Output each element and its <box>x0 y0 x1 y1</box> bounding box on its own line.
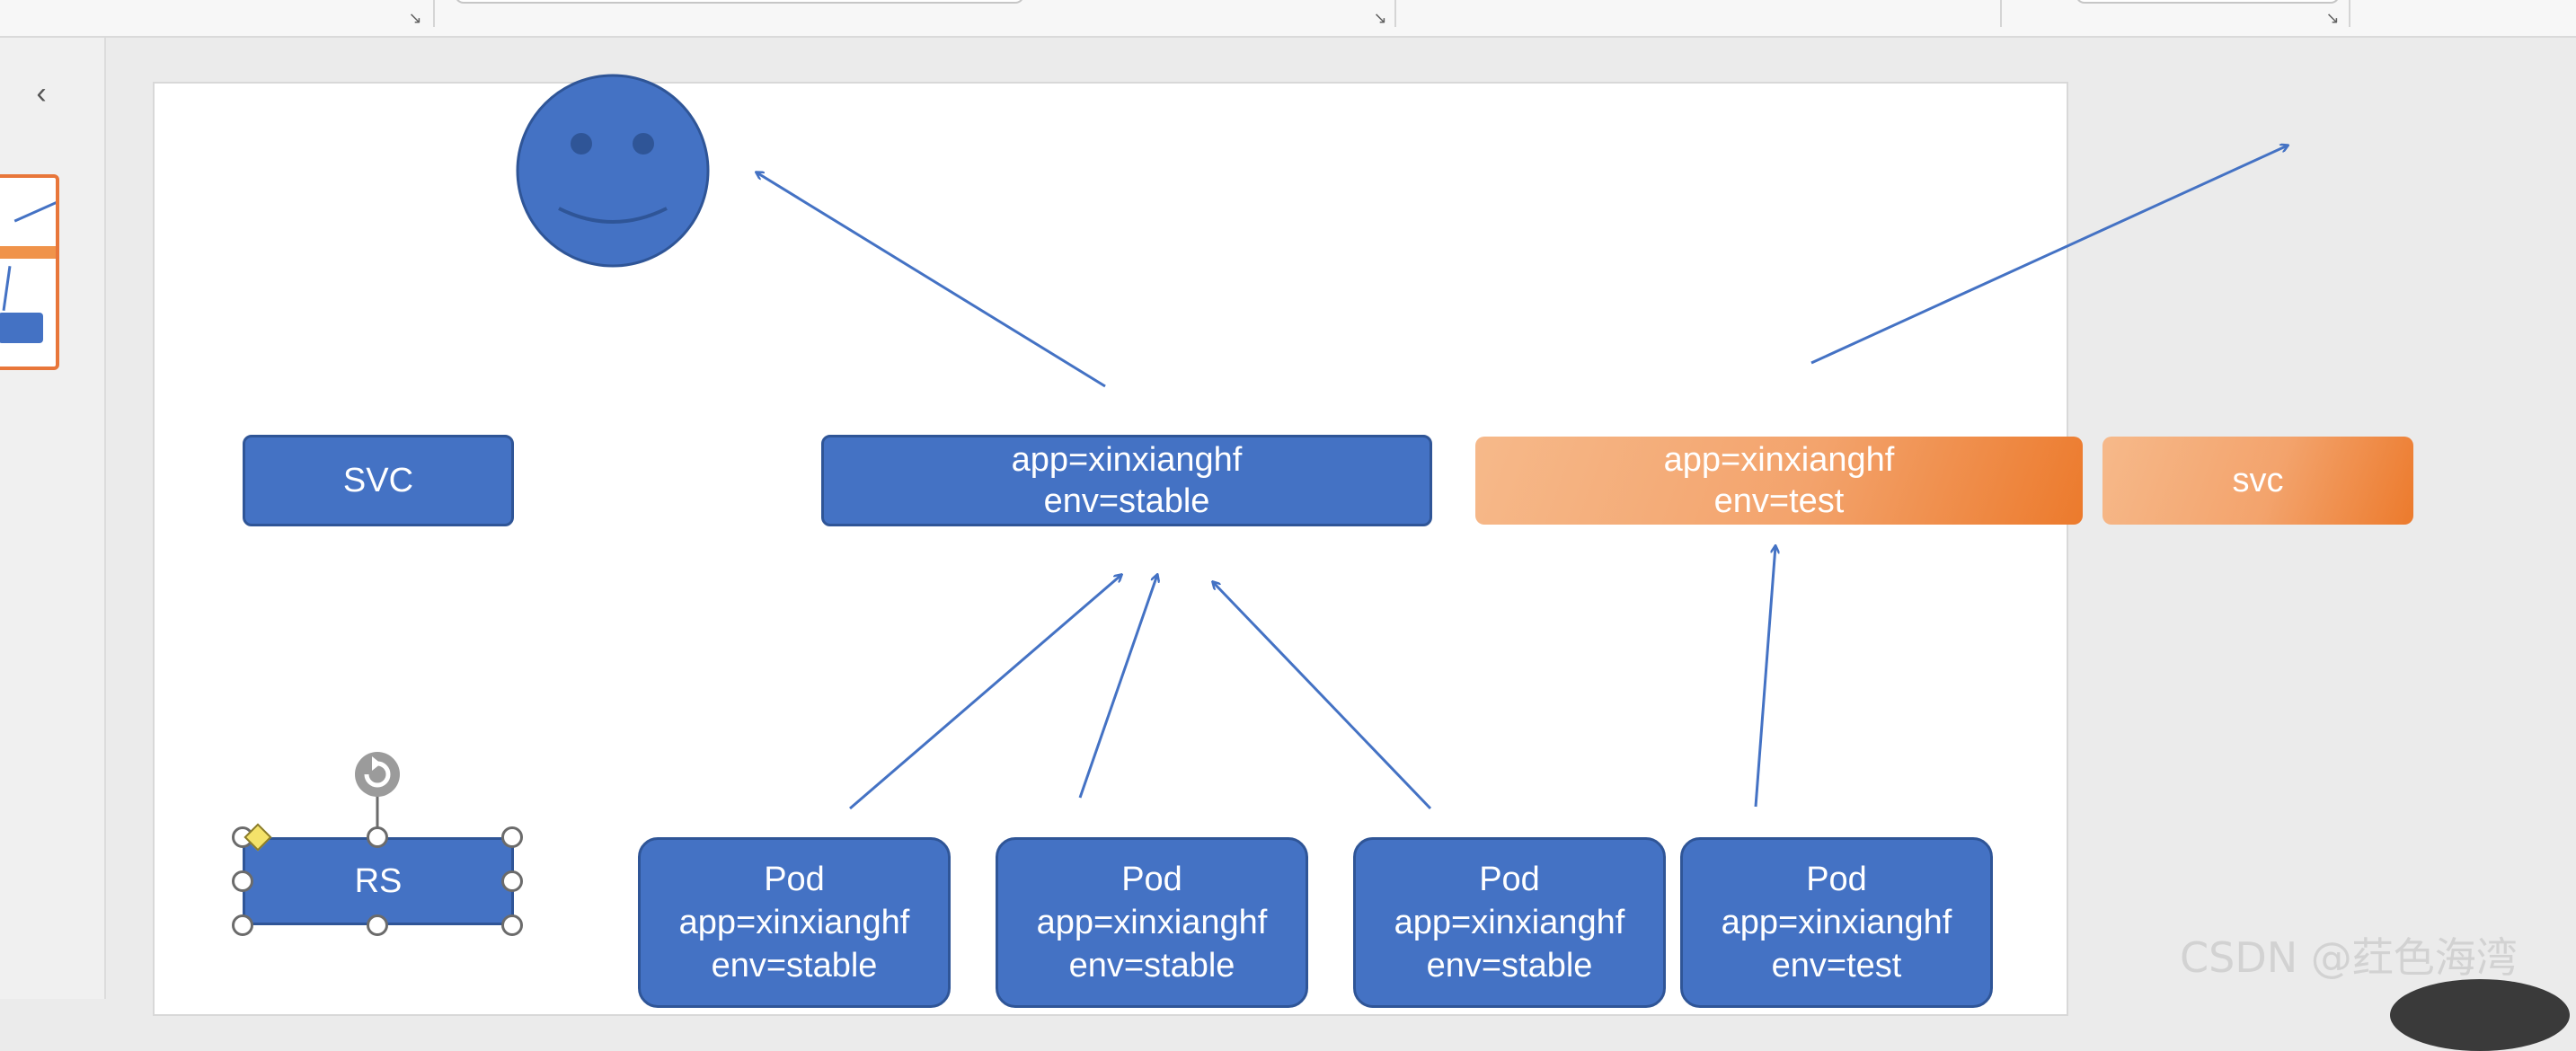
selector-stable-line1: app=xinxianghf <box>1011 441 1243 479</box>
selector-test-box[interactable]: app=xinxianghf env=test <box>1475 437 2083 525</box>
ribbon-separator <box>2349 0 2350 27</box>
diagram-overlay <box>355 74 2576 837</box>
pod-app-label: app=xinxianghf <box>1394 904 1625 941</box>
thumbnail-pod-box <box>0 313 43 343</box>
pod-app-label: app=xinxianghf <box>1036 904 1268 941</box>
watermark-text: CSDN @荭色海湾 <box>2180 933 2518 982</box>
resize-handle-se[interactable] <box>501 914 523 936</box>
rs-box[interactable]: RS <box>243 837 514 925</box>
selector-stable-box[interactable]: app=xinxianghf env=stable <box>821 435 1432 526</box>
smiley-face-icon[interactable] <box>516 74 710 268</box>
pod-title: Pod <box>1479 861 1540 898</box>
pod-box[interactable]: Pod app=xinxianghf env=stable <box>1353 837 1666 1008</box>
resize-handle-ne[interactable] <box>501 826 523 848</box>
pod-title: Pod <box>1121 861 1182 898</box>
dialog-launcher-icon[interactable]: ↘ <box>1373 9 1387 27</box>
pod-env-label: env=stable <box>1068 947 1235 985</box>
dialog-launcher-icon[interactable]: ↘ <box>408 9 422 27</box>
pod-env-label: env=stable <box>1426 947 1593 985</box>
rs-label: RS <box>354 862 403 900</box>
slide-thumbnail[interactable] <box>0 174 59 370</box>
resize-handle-e[interactable] <box>501 870 523 892</box>
pod-title: Pod <box>1806 861 1867 898</box>
thumbnail-orange-bar <box>0 246 56 259</box>
svc-test-label: svc <box>2232 462 2284 499</box>
chevron-left-icon[interactable]: ‹ <box>36 76 47 110</box>
ribbon-separator <box>2000 0 2002 27</box>
ribbon-bar: ↘ ↘ ↘ <box>0 0 2576 38</box>
selector-test-line2: env=test <box>1713 482 1845 520</box>
arrow-pod3-to-selector[interactable] <box>1213 582 1432 810</box>
selector-test-line1: app=xinxianghf <box>1663 441 1895 479</box>
pod-env-label: env=stable <box>711 947 878 985</box>
pod-title: Pod <box>764 861 825 898</box>
resize-handle-s[interactable] <box>367 914 388 936</box>
pod-env-label: env=test <box>1771 947 1902 985</box>
arrow-to-corner[interactable] <box>1810 146 2288 365</box>
resize-handle-sw[interactable] <box>232 914 253 936</box>
webcam-overlay <box>2390 979 2570 1051</box>
arrow-to-smiley[interactable] <box>757 172 1106 388</box>
arrow-pod4-to-test-selector[interactable] <box>1754 546 1775 808</box>
ribbon-separator <box>1394 0 1396 27</box>
svc-label: SVC <box>342 462 414 499</box>
pod-app-label: app=xinxianghf <box>1721 904 1952 941</box>
dialog-launcher-icon[interactable]: ↘ <box>2325 9 2340 27</box>
svc-test-box[interactable]: svc <box>2102 437 2413 525</box>
rotate-handle-icon[interactable] <box>355 752 400 797</box>
svc-box[interactable]: SVC <box>243 435 514 526</box>
pod-box[interactable]: Pod app=xinxianghf env=stable <box>996 837 1308 1008</box>
pod-box[interactable]: Pod app=xinxianghf env=test <box>1680 837 1993 1008</box>
pod-box[interactable]: Pod app=xinxianghf env=stable <box>638 837 951 1008</box>
arrow-pod1-to-selector[interactable] <box>849 575 1121 810</box>
resize-handle-n[interactable] <box>367 826 388 848</box>
resize-handle-w[interactable] <box>232 870 253 892</box>
ribbon-separator <box>433 0 435 27</box>
arrow-pod2-to-selector[interactable] <box>1078 575 1157 799</box>
selector-stable-line2: env=stable <box>1043 482 1210 520</box>
pod-app-label: app=xinxianghf <box>678 904 910 941</box>
